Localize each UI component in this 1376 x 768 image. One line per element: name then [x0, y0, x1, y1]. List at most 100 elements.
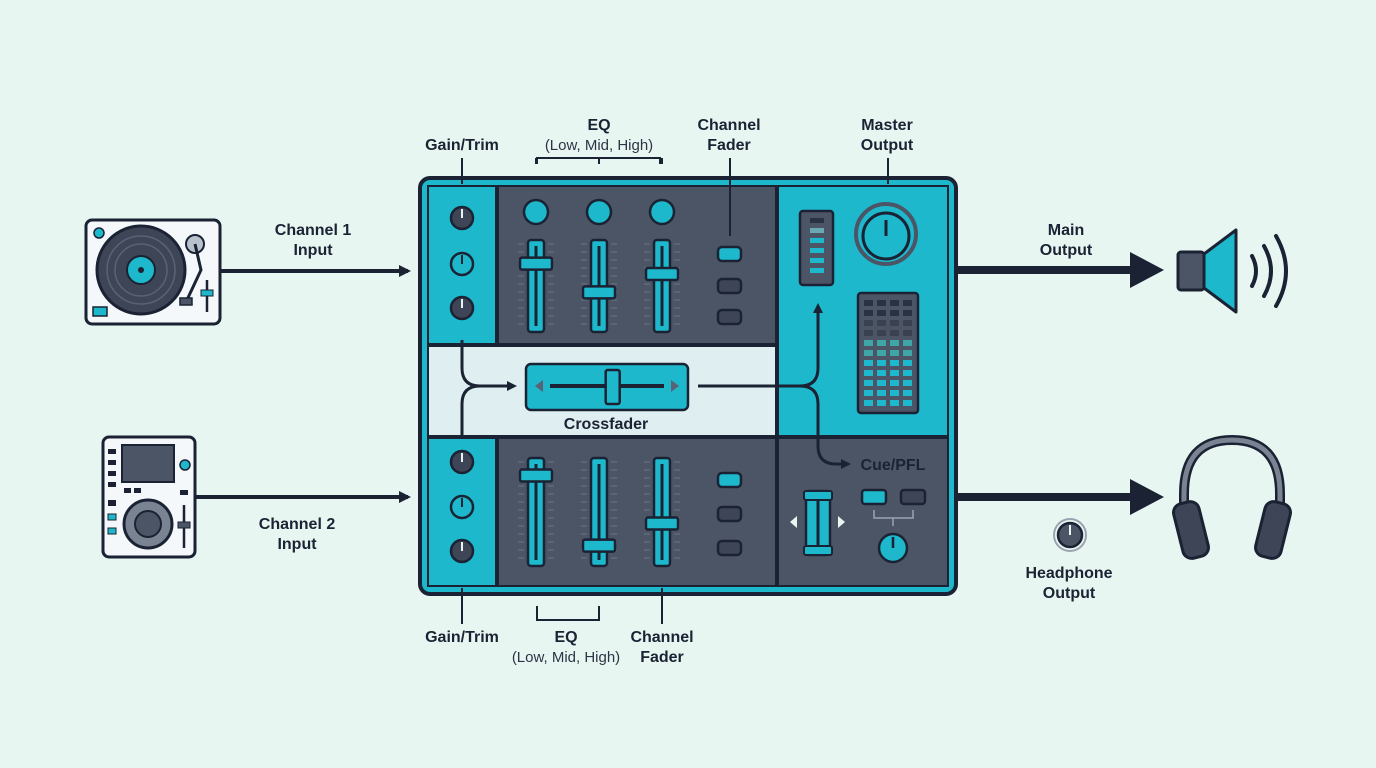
vu-segment: [903, 380, 912, 386]
headphone-output-arrowhead: [1130, 479, 1164, 515]
bottom-eq-subtitle: (Low, Mid, High): [511, 649, 621, 666]
bottom-channel-fader-line1: Channel: [630, 629, 694, 646]
vu-segment: [903, 350, 912, 356]
vu-segment: [877, 370, 886, 376]
vu-segment: [903, 300, 912, 306]
vu-segment: [890, 340, 899, 346]
channel-2-eq-faders: [518, 456, 680, 568]
main-output-line1: Main: [1047, 222, 1085, 239]
master-output-line2: Output: [860, 137, 914, 154]
vu-segment: [864, 390, 873, 396]
cue-buttons: [860, 488, 927, 526]
vu-segment: [864, 340, 873, 346]
master-knob: [854, 202, 918, 266]
bottom-gain-trim-label: Gain/Trim: [425, 629, 499, 646]
master-output-line1: Master: [861, 117, 913, 134]
vu-segment: [877, 360, 886, 366]
vu-segment: [877, 380, 886, 386]
vu-segment: [864, 400, 873, 406]
cdj-player-icon: [101, 435, 197, 559]
label-leader-lines: [461, 157, 889, 624]
bottom-eq-title: EQ: [554, 629, 578, 646]
vu-segment: [890, 390, 899, 396]
cue-level-knob: [877, 532, 909, 564]
channel-2-high-fader-cap: [644, 516, 680, 531]
vu-segment: [864, 300, 873, 306]
channel-1-input-label: Channel 1 Input: [275, 221, 351, 261]
vu-segment: [890, 310, 899, 316]
channel-1-input-line1: Channel 1: [274, 222, 352, 239]
top-eq-label: EQ (Low, Mid, High): [545, 116, 653, 156]
channel-1-gain-knobs: [449, 205, 475, 321]
vu-segment: [903, 370, 912, 376]
channel-1-eq-knobs: [522, 198, 676, 226]
channel-2-input-label: Channel 2 Input: [259, 515, 335, 555]
vu-segment: [877, 310, 886, 316]
vu-segment: [903, 310, 912, 316]
vu-segment: [864, 380, 873, 386]
top-channel-fader-label: Channel Fader: [697, 116, 760, 156]
vu-segment: [877, 400, 886, 406]
vu-segment: [864, 310, 873, 316]
cue-fader: [790, 489, 845, 557]
vu-segment: [890, 360, 899, 366]
vu-segment: [890, 330, 899, 336]
vu-segment: [903, 400, 912, 406]
vu-segment: [877, 340, 886, 346]
channel-2-buttons: [716, 471, 743, 557]
main-output-line2: Output: [1039, 242, 1093, 259]
headphone-output-line1: Headphone: [1025, 565, 1113, 582]
channel-1-low-fader-cap: [518, 256, 554, 271]
headphone-output-label: Headphone Output: [1025, 564, 1112, 604]
vu-segment: [903, 340, 912, 346]
bottom-channel-fader-line2: Fader: [640, 649, 684, 666]
channel-1-high-fader-cap: [644, 266, 680, 282]
vu-segment: [890, 400, 899, 406]
top-gain-trim-label: Gain/Trim: [425, 137, 499, 154]
vu-segment: [903, 330, 912, 336]
headphone-volume-knob: [1053, 518, 1087, 552]
cue-pfl-label: Cue/PFL: [860, 457, 926, 474]
vu-segment: [877, 320, 886, 326]
vu-segment: [890, 370, 899, 376]
top-channel-fader-line1: Channel: [697, 117, 761, 134]
channel-1-input-line2: Input: [293, 242, 333, 259]
vu-segment: [864, 320, 873, 326]
channel-2-input-line1: Channel 2: [258, 516, 336, 533]
vu-segment: [864, 330, 873, 336]
vu-segment: [890, 300, 899, 306]
crossfader-label: Crossfader: [563, 416, 649, 433]
headphones-icon: [1172, 434, 1292, 560]
vu-segment: [864, 360, 873, 366]
top-channel-fader-line2: Fader: [707, 137, 751, 154]
channel-2-gain-knobs: [449, 449, 475, 564]
channel-1-mid-fader-cap: [581, 285, 617, 300]
vu-segment: [877, 300, 886, 306]
vu-segment: [903, 360, 912, 366]
vu-segment: [890, 320, 899, 326]
channel-1-buttons: [716, 245, 743, 326]
vu-segment: [903, 390, 912, 396]
bottom-eq-label: EQ (Low, Mid, High): [512, 628, 620, 668]
master-output-label: Master Output: [861, 116, 913, 156]
vu-segment: [864, 350, 873, 356]
channel-2-low-fader-cap: [518, 468, 554, 483]
vu-segment: [877, 390, 886, 396]
headphone-output-line2: Output: [1042, 585, 1096, 602]
crossfader-cap: [604, 368, 621, 406]
vu-segment: [877, 330, 886, 336]
bottom-channel-fader-label: Channel Fader: [630, 628, 693, 668]
channel-1-eq-faders: [518, 238, 680, 334]
signal-flow-lines: [460, 303, 851, 469]
main-output-arrowhead: [1130, 252, 1164, 288]
top-eq-title: EQ: [587, 117, 611, 134]
master-vu-meter: [856, 291, 920, 415]
channel-2-input-line2: Input: [277, 536, 317, 553]
turntable-icon: [84, 218, 222, 326]
master-small-meter: [798, 209, 835, 287]
vu-segment: [890, 380, 899, 386]
vu-segment: [890, 350, 899, 356]
channel-2-mid-fader-cap: [581, 538, 617, 553]
